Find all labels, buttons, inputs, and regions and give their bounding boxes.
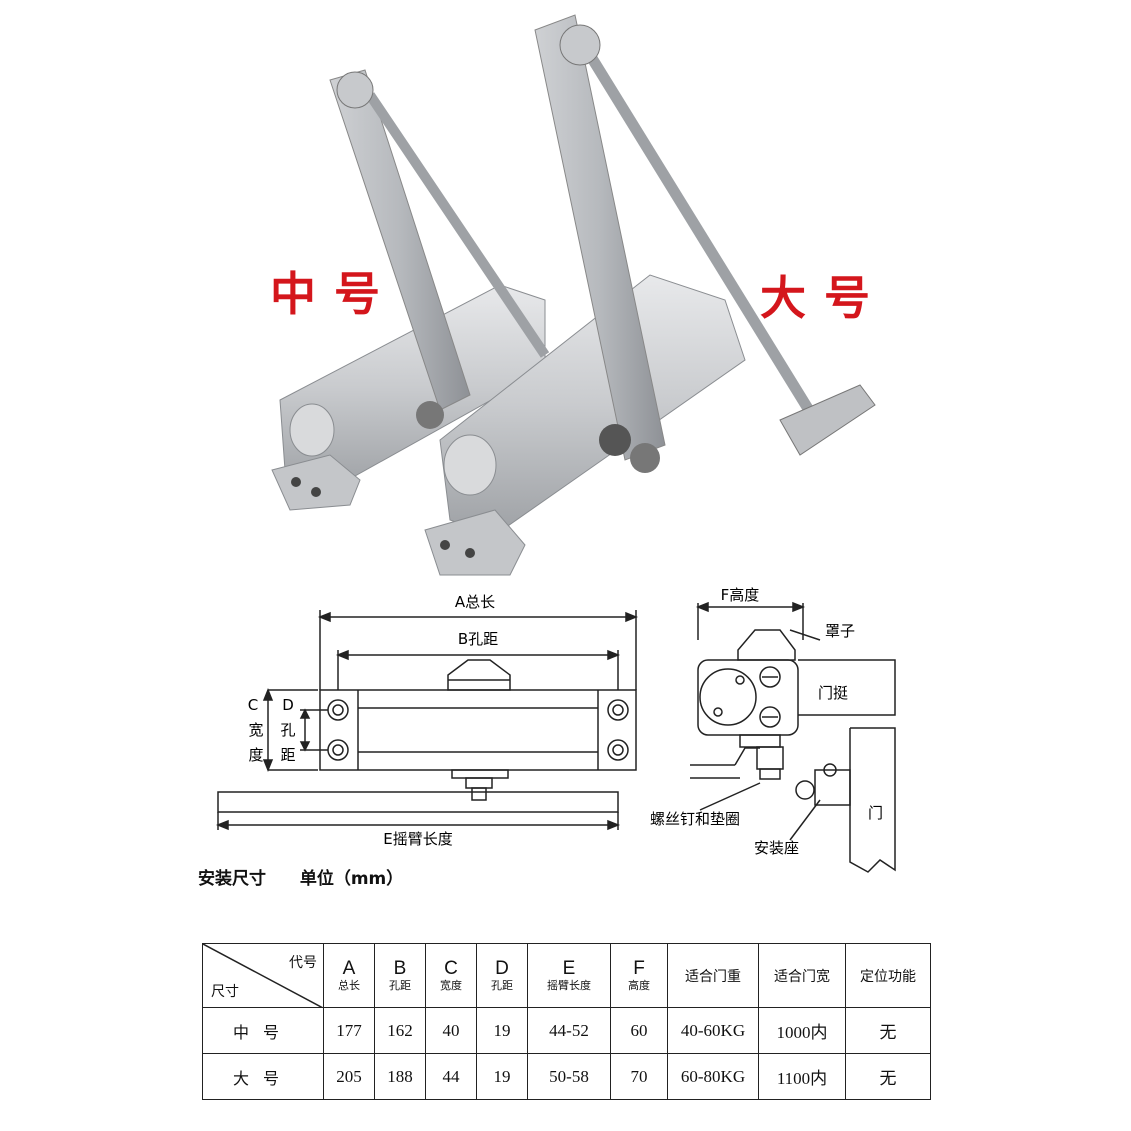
cell-a: 205 xyxy=(323,1053,375,1100)
cell-e: 44-52 xyxy=(527,1007,611,1054)
medium-size-label: 中号 xyxy=(270,267,398,321)
dim-a-label: A总长 xyxy=(455,593,495,611)
caption: 安装尺寸 单位（mm） xyxy=(198,864,403,889)
cell-a: 177 xyxy=(323,1007,375,1054)
dim-d-code: D xyxy=(282,696,294,714)
cell-c: 44 xyxy=(425,1053,477,1100)
cell-door-width: 1000内 xyxy=(758,1007,846,1054)
door-label: 门 xyxy=(868,804,883,822)
mount-seat-label: 安装座 xyxy=(754,839,799,857)
cell-b: 188 xyxy=(374,1053,426,1100)
dim-c-char2: 度 xyxy=(248,746,263,764)
dim-d-char1: 孔 xyxy=(280,721,295,739)
header-door-width: 适合门宽 xyxy=(758,943,846,1008)
cell-b: 162 xyxy=(374,1007,426,1054)
hinge-label: 门挺 xyxy=(818,684,848,702)
cell-door-weight: 40-60KG xyxy=(667,1007,759,1054)
cell-door-weight: 60-80KG xyxy=(667,1053,759,1100)
table-corner-cell: 代号 尺寸 xyxy=(202,943,324,1008)
row-name: 大号 xyxy=(202,1053,324,1100)
corner-diagonal xyxy=(203,944,323,1008)
caption-title: 安装尺寸 xyxy=(198,869,266,889)
table-row: 中号 177 162 40 19 44-52 60 40-60KG 1000内 … xyxy=(202,1007,931,1054)
large-closer xyxy=(424,14,876,576)
header-door-weight: 适合门重 xyxy=(667,943,759,1008)
cell-d: 19 xyxy=(476,1007,528,1054)
caption-unit: 单位（mm） xyxy=(299,869,404,889)
header-hold-open: 定位功能 xyxy=(845,943,931,1008)
dim-d-char2: 距 xyxy=(280,746,295,764)
medium-closer xyxy=(271,69,550,511)
screw-washer-label: 螺丝钉和垫圈 xyxy=(650,810,740,828)
cell-hold-open: 无 xyxy=(845,1053,931,1100)
corner-bottom-label: 尺寸 xyxy=(211,984,239,1000)
cell-door-width: 1100内 xyxy=(758,1053,846,1100)
cell-e: 50-58 xyxy=(527,1053,611,1100)
dim-c-code: C xyxy=(248,696,258,714)
cell-d: 19 xyxy=(476,1053,528,1100)
cover-label: 罩子 xyxy=(825,622,855,640)
large-size-label: 大号 xyxy=(760,271,888,325)
install-drawing: A总长 B孔距 C 宽 度 D 孔 距 E摇臂长度 F高度 罩子 门挺 螺丝钉和… xyxy=(215,586,896,873)
corner-top-label: 代号 xyxy=(289,955,317,971)
dim-b-label: B孔距 xyxy=(458,630,498,648)
dim-f-label: F高度 xyxy=(721,586,760,604)
dim-e-label: E摇臂长度 xyxy=(383,830,452,848)
cell-c: 40 xyxy=(425,1007,477,1054)
row-name: 中号 xyxy=(202,1007,324,1054)
cell-f: 60 xyxy=(610,1007,668,1054)
cell-hold-open: 无 xyxy=(845,1007,931,1054)
table-row: 大号 205 188 44 19 50-58 70 60-80KG 1100内 … xyxy=(202,1053,931,1100)
product-photo xyxy=(271,14,876,576)
dim-c-char1: 宽 xyxy=(248,721,263,739)
cell-f: 70 xyxy=(610,1053,668,1100)
